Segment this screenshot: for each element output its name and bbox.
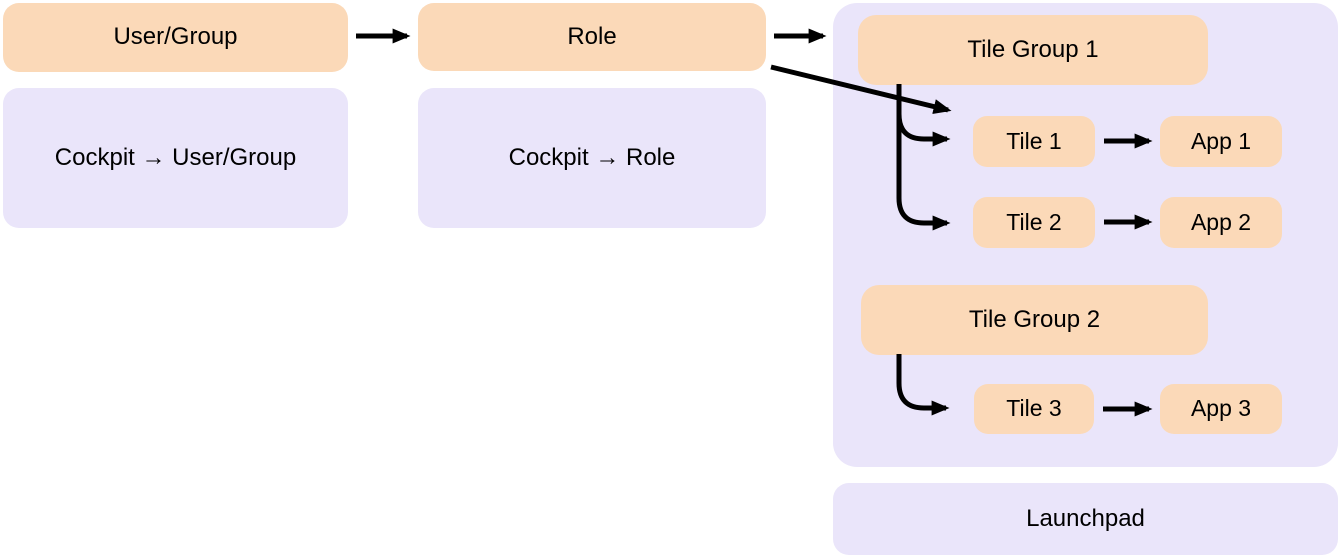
node-user-group: User/Group xyxy=(3,3,348,72)
node-tile-group-1: Tile Group 1 xyxy=(858,15,1208,85)
node-role: Role xyxy=(418,3,766,71)
node-tile-1: Tile 1 xyxy=(973,116,1095,167)
node-app-2: App 2 xyxy=(1160,197,1282,248)
node-cockpit-role: Cockpit → Role xyxy=(418,88,766,228)
node-cockpit-user-group: Cockpit → User/Group xyxy=(3,88,348,228)
node-tile-group-2: Tile Group 2 xyxy=(861,285,1208,355)
node-tile-2: Tile 2 xyxy=(973,197,1095,248)
node-launchpad: Launchpad xyxy=(833,483,1338,555)
node-tile-3: Tile 3 xyxy=(974,384,1094,434)
node-app-1: App 1 xyxy=(1160,116,1282,167)
node-app-3: App 3 xyxy=(1160,384,1282,434)
